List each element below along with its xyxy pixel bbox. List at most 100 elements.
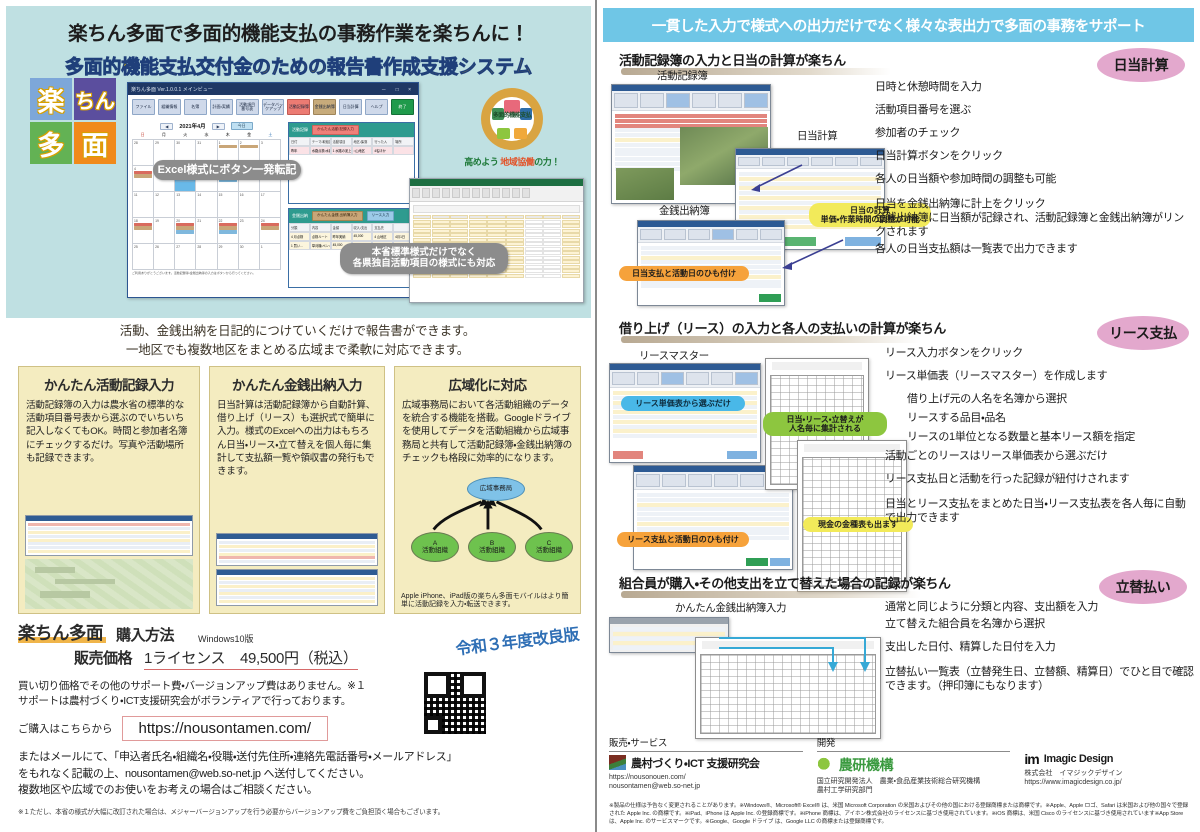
callout-format-support: 本省標準様式だけでなく 各県独自活動項目の様式にも対応 (340, 243, 508, 274)
calendar-cell[interactable]: 23 (238, 218, 260, 244)
calendar-cell[interactable]: 16 (238, 192, 260, 218)
col-theme: テーマ・取組区分 (309, 137, 331, 146)
tag-aggregate-by-person: 日当・リース・立替えが 人名毎に集計される (763, 412, 887, 436)
node-letter: C (546, 539, 552, 547)
col-kind: 分類 (289, 223, 310, 232)
toolbar-button-activity-log[interactable]: 活動記録簿 (287, 99, 311, 115)
calendar-cell[interactable]: 25 (133, 244, 155, 270)
toolbar-button-cashbook[interactable]: 金銭出納簿 (313, 99, 337, 115)
calendar-cell[interactable]: 26 (154, 244, 176, 270)
lease-input-button[interactable]: リース入力 (366, 211, 395, 221)
calendar-cell[interactable]: 28 (196, 244, 218, 270)
badge-inner (490, 97, 534, 141)
titlebar (217, 570, 377, 576)
toolbar-button-file[interactable]: ファイル (132, 99, 155, 115)
toolbar-button-exit[interactable]: 終了 (391, 99, 414, 115)
cell: 昨年 (289, 146, 310, 155)
badge-label: 多面的機能支払 (492, 113, 532, 119)
calendar-cell[interactable]: 15 (217, 192, 239, 218)
tag-lease-link: リース支払と活動日のひも付け (617, 532, 749, 547)
bullet: 活動項目番号を選ぶ (875, 104, 971, 116)
toolbar-button-daily-allowance[interactable]: 日当計算 (339, 99, 363, 115)
calendar-cell[interactable]: 30 (238, 244, 260, 270)
bullet: 日当を金銭出納簿に計上をクリック 金銭出納簿に日当額が記録され、活動記録簿と金銭… (875, 198, 1184, 239)
calendar-grid: 28 29 30 31 1 2 3 4 5 6 7 8 9 10 (132, 139, 281, 270)
calendar-cell[interactable]: 4 (133, 166, 155, 192)
col-content: 内容 (309, 223, 331, 232)
ok-button[interactable] (759, 294, 781, 302)
purchase-url-link[interactable]: https://nousontamen.com/ (121, 716, 329, 742)
qr-code[interactable] (424, 672, 486, 734)
node-label: 活動組織 (422, 547, 448, 554)
bullets-lease: リース入力ボタンをクリック リース単価表（リースマスター）を作成します 借り上げ… (885, 348, 1195, 530)
node-label: 活動組織 (536, 547, 562, 554)
toolbar-button-org[interactable]: 組織情報 (157, 99, 181, 115)
feature-box-activity: かんたん活動記録入力 活動記録簿の入力は農水省の標準的な活動項目番号表から選ぶの… (18, 366, 200, 614)
hero-title: 楽ちん多面で多面的機能支払の事務作業を楽ちんに！ (68, 23, 529, 45)
feature-body: 広域事務局において各活動組織のデータを統合する機能を搭載。Googleドライブを… (402, 400, 572, 464)
table-row[interactable]: 4 月点検 点検ルート 昨年実績 45,000 4 山地区 4月1日 (289, 232, 414, 241)
toolbar-button-help[interactable]: ヘルプ (365, 99, 389, 115)
footer-dev-title: 開発 (816, 735, 1011, 752)
wide-area-diagram: 広域事務局 A 活動組織 B 活動組織 C 活動組織 (405, 477, 573, 569)
record-table-header: 日付 テーマ・取組区分 活動項目 地区・集落 行った人 場所 (289, 137, 414, 146)
cancel-button[interactable] (770, 558, 790, 566)
toolbar-button-itemnumbers[interactable]: 活動項目 番号表 (235, 99, 259, 115)
calendar-cell[interactable]: 13 (175, 192, 197, 218)
easy-activity-input-button[interactable]: かんたん活動 記録入力 (312, 125, 359, 135)
bullet: 日時と休憩時間を入力 (875, 81, 982, 93)
dow-mon: 月 (161, 132, 166, 137)
calendar-cell[interactable]: 20 (175, 218, 197, 244)
screenshot-map (25, 559, 193, 609)
calendar-cell[interactable]: 21 (196, 218, 218, 244)
calendar-cell[interactable]: 27 (175, 244, 197, 270)
calendar-cell[interactable]: 28 (133, 140, 155, 166)
delete-button[interactable] (613, 451, 643, 459)
close-button[interactable] (727, 451, 757, 459)
blue-button[interactable] (845, 237, 881, 246)
calendar-cell[interactable]: 18 (133, 218, 155, 244)
purchase-how-label: 購入方法 (116, 627, 175, 644)
table-row[interactable]: 昨年 水路点検・水路清掃 1 水路の泥上げ・ペンキ塗り… ○山地区 4名ほか (289, 146, 414, 155)
calendar-cell[interactable]: 1 (259, 244, 281, 270)
calendar-cell[interactable]: 19 (154, 218, 176, 244)
purchase-note: 買い切り価格でその他のサポート費・バージョンアップ費はありません。※１ サポート… (18, 680, 366, 708)
feature-title: かんたん活動記録入力 (44, 378, 175, 393)
footer-sales-title: 販売・サービス (609, 735, 803, 752)
calendar-prev-button[interactable]: ◀ (160, 122, 174, 130)
activity-record-box: 活動記録 かんたん活動 記録入力 日付 テーマ・取組区分 活動項目 地区・集落 … (288, 122, 415, 204)
bullet: 立替払い一覧表（立替発生日、立替額、精算日）でひと目で確認できます。（押印簿にも… (885, 666, 1194, 693)
toolbar-button-backup[interactable]: データバックアップ (261, 99, 285, 115)
calendar-cell[interactable]: 17 (259, 192, 281, 218)
calendar-cell[interactable]: 29 (217, 244, 239, 270)
bullet: 各人の日当額や参加時間の調整も可能 (875, 173, 1057, 185)
calendar-cell[interactable]: 22 (217, 218, 239, 244)
purchase-price-value: 1ライセンス 49,500円（税込） (144, 647, 358, 670)
ok-button[interactable] (746, 558, 768, 566)
toolbar-button-plan[interactable]: 計画・実績 (209, 99, 233, 115)
node-letter: B (489, 539, 495, 547)
calendar-cell[interactable]: 14 (196, 192, 218, 218)
activity-record-bar: 活動記録 かんたん活動 記録入力 (289, 123, 414, 137)
body-rows (610, 624, 728, 652)
purchase-url-row: ご購入はこちらから https://nousontamen.com/ (18, 716, 583, 742)
toolbar-button-roster[interactable]: 名簿 (183, 99, 207, 115)
col-payer: 支払先 (372, 223, 394, 232)
calendar-cell[interactable]: 12 (154, 192, 176, 218)
purchase-heading-row: 楽ちん多面 購入方法 Windows10版 (18, 620, 583, 645)
tag-allowance-adjust: 日当の計算 単価・作業時間の調整が可能 (809, 203, 931, 227)
badge-tagline-b: 地域協働 (500, 157, 535, 167)
calendar-today-button[interactable]: 今日 (230, 122, 253, 130)
calendar-cell[interactable]: 11 (133, 192, 155, 218)
lead-text: 活動、金銭出納を日記的につけていくだけで報告書ができます。 一地区でも複数地区を… (119, 324, 476, 357)
easy-cashbook-input-button[interactable]: かんたん金銭 出納簿入力 (312, 211, 363, 221)
green-button[interactable] (780, 237, 816, 246)
bullet: 通常と同じように分類と内容、支出額を入力 (885, 601, 1098, 613)
calendar-month-label: 2021年4月 (179, 124, 206, 130)
calendar-next-button[interactable]: ▶ (211, 122, 225, 130)
paper-title (804, 444, 900, 452)
bullet: 参加者のチェック (875, 127, 961, 139)
dow-tue: 火 (183, 132, 188, 137)
diagram-hub: 広域事務局 (467, 477, 525, 501)
calendar-cell[interactable]: 24 (259, 218, 281, 244)
